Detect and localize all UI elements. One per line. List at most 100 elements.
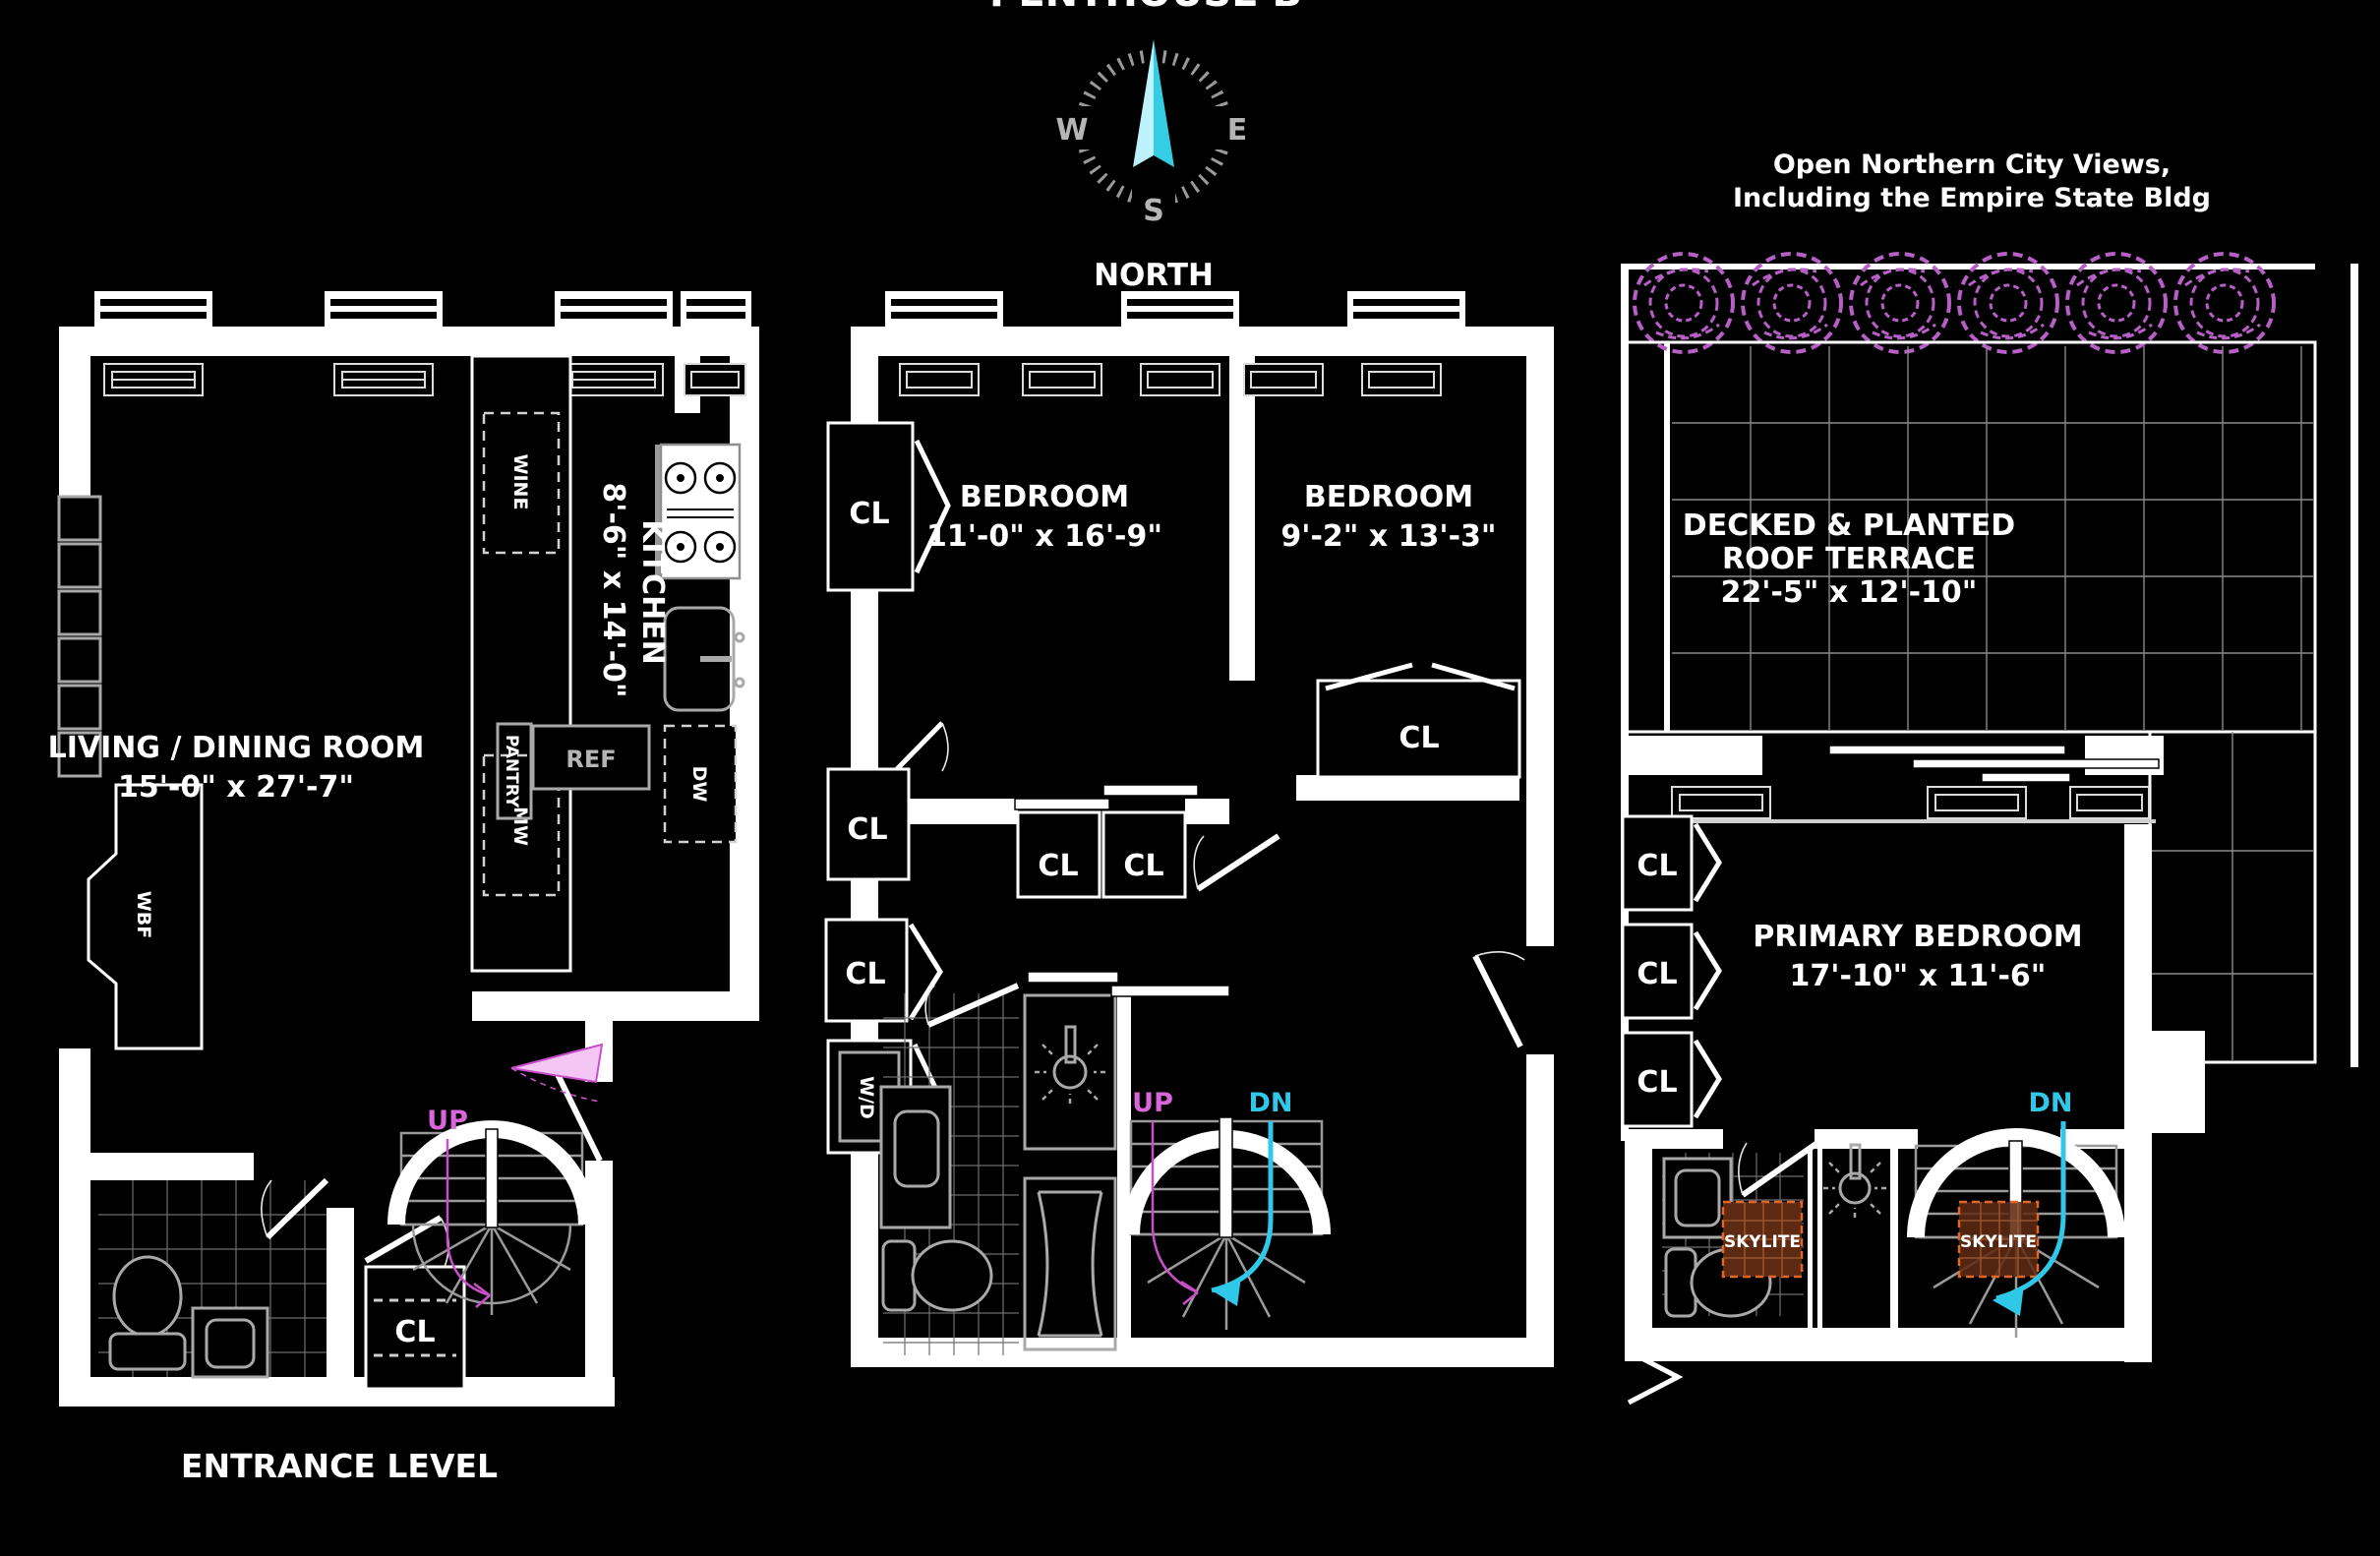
entrance-level-title: ENTRANCE LEVEL <box>181 1447 498 1485</box>
entrance-bathroom <box>98 1177 329 1379</box>
baseboard-heater <box>899 363 980 396</box>
compass-west: W <box>1055 113 1088 148</box>
cl-label: CL <box>1636 849 1677 883</box>
dn-label: DN <box>2028 1088 2072 1118</box>
shower <box>1023 993 1117 1151</box>
plant-icon <box>1957 252 2059 354</box>
spiral-stair-up: UP <box>387 1106 596 1315</box>
window-row <box>94 291 751 396</box>
bathroom-sink <box>191 1306 269 1379</box>
sliding-door <box>1102 784 1199 797</box>
wood-burning-fireplace: WBF <box>87 783 204 1050</box>
baseboard-heater <box>684 363 746 396</box>
spiral-stair-mid: UP DN <box>1122 1088 1331 1330</box>
closet: CL <box>1621 1031 1722 1128</box>
cl-label: CL <box>394 1315 435 1349</box>
terrace-line2: ROOF TERRACE <box>1722 542 1976 576</box>
baseboard-heater <box>1243 363 1324 396</box>
bedroom1-name: BEDROOM <box>960 480 1129 514</box>
skylite-label: SKYLITE <box>1960 1232 2037 1252</box>
stove <box>655 443 742 580</box>
cl-label: CL <box>1038 849 1078 883</box>
primary-name: PRIMARY BEDROOM <box>1753 920 2082 954</box>
page-title: PENTHOUSE B <box>989 0 1302 16</box>
window <box>325 291 443 330</box>
terrace-line1: DECKED & PLANTED <box>1683 509 2015 543</box>
plant-icon <box>1849 252 1951 354</box>
spiral-stair-down: SKYLITE DN <box>1907 1088 2125 1338</box>
window <box>1347 291 1465 330</box>
closet-pair: CL CL <box>1014 784 1199 899</box>
view-note: Open Northern City Views, Including the … <box>1733 150 2211 213</box>
compass: W E S NORTH <box>1050 39 1259 293</box>
up-label: UP <box>427 1106 468 1136</box>
up-label: UP <box>1132 1088 1173 1118</box>
compass-east: E <box>1227 113 1248 148</box>
cl-label: CL <box>1636 1065 1677 1100</box>
entrance-level-plan: WBF WINE MW <box>48 291 759 1485</box>
middle-bathroom <box>879 971 1230 1355</box>
bedroom2-name: BEDROOM <box>1304 480 1473 514</box>
baseboard-heater <box>1022 363 1102 396</box>
window <box>681 291 751 330</box>
compass-north-label: NORTH <box>1094 258 1214 293</box>
plant-icon <box>2173 252 2276 354</box>
compass-needle-light <box>1133 39 1154 167</box>
dishwasher <box>663 724 738 844</box>
baseboard-heater <box>564 363 664 396</box>
cl-label: CL <box>1123 849 1163 883</box>
roof-level-plan: DECKED & PLANTED ROOF TERRACE 22'-5" x 1… <box>1621 252 2358 1406</box>
baseboard-heater <box>333 363 434 396</box>
bedroom-level-plan: BEDROOM 11'-0" x 16'-9" BEDROOM 9'-2" x … <box>824 291 1554 1367</box>
wine-cooler <box>482 411 561 555</box>
skylight: SKYLITE <box>1721 1200 1804 1279</box>
plant-icon <box>1633 252 1735 354</box>
cl-label: CL <box>1636 957 1677 991</box>
wine-label: WINE <box>509 454 531 510</box>
closet: CL <box>1621 814 1722 912</box>
walls <box>59 327 759 1406</box>
sliding-door <box>1014 798 1110 810</box>
closet: CL <box>1621 923 1722 1020</box>
window <box>1121 291 1239 330</box>
window-row <box>885 291 1465 396</box>
toilet <box>881 1239 993 1312</box>
roof-terrace: DECKED & PLANTED ROOF TERRACE 22'-5" x 1… <box>1623 340 2317 1064</box>
skylight: SKYLITE <box>1957 1200 2040 1279</box>
cl-label: CL <box>1398 721 1439 755</box>
sliding-doors <box>1828 745 2160 783</box>
cl-label: CL <box>849 497 889 531</box>
terrace-dims: 22'-5" x 12'-10" <box>1721 575 1978 610</box>
vanity-sink <box>879 1085 952 1229</box>
closet-door <box>1627 1348 1684 1406</box>
bathroom-sink <box>1662 1157 1733 1239</box>
bathtub <box>1023 1176 1117 1351</box>
baseboard-heater <box>1361 363 1442 396</box>
ceiling-light-icon <box>1035 1025 1105 1104</box>
pocket-door <box>1027 971 1119 984</box>
bedroom2-dims: 9'-2" x 13'-3" <box>1280 519 1496 554</box>
window <box>555 291 673 330</box>
baseboard-heater <box>103 363 204 396</box>
kitchen-dims: 8'-6" x 14'-0" <box>596 482 630 697</box>
built-in-shelves <box>57 495 102 778</box>
note-line1: Open Northern City Views, <box>1773 150 2171 180</box>
kitchen: WINE MW DW REF PANT <box>470 354 745 973</box>
baseboard-heater <box>1140 363 1220 396</box>
dn-label: DN <box>1248 1088 1292 1118</box>
dw-label: DW <box>688 766 710 803</box>
cl-label: CL <box>847 812 887 847</box>
entry-arrow <box>510 1043 604 1084</box>
bathroom-door <box>1741 1140 1819 1198</box>
ref-label: REF <box>565 746 616 773</box>
plant-icon <box>2065 252 2168 354</box>
wbf-label: WBF <box>133 891 154 938</box>
hall-doors <box>1193 833 1525 1048</box>
toilet <box>108 1255 187 1371</box>
kitchen-sink <box>663 606 745 712</box>
walls <box>851 327 1554 1367</box>
closet: CL <box>824 918 943 1023</box>
bathroom-door <box>926 983 1020 1028</box>
